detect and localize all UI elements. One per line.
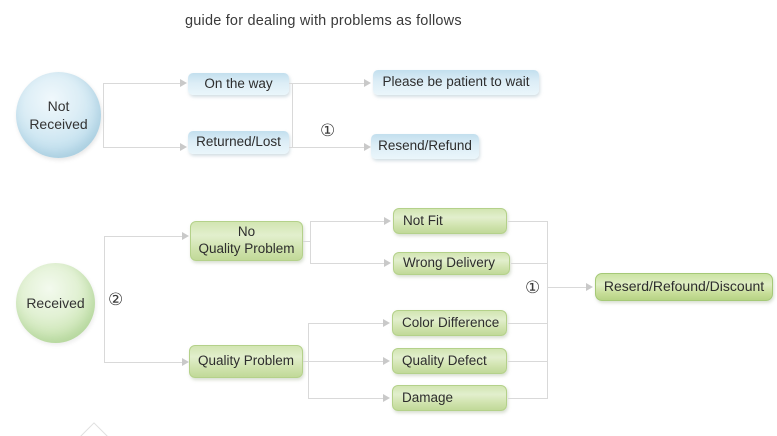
flow-line [511, 263, 547, 264]
node-no-quality-problem: No Quality Problem [190, 221, 303, 261]
node-on-the-way: On the way [188, 73, 289, 95]
flow-line [289, 83, 365, 84]
clipped-diamond-shape [74, 422, 114, 436]
flow-line [308, 323, 383, 324]
flow-line [104, 236, 105, 362]
flow-line [310, 263, 384, 264]
flow-line [547, 287, 586, 288]
flow-line [508, 221, 547, 222]
node-not-received: Not Received [16, 72, 101, 158]
arrowhead-icon [586, 283, 593, 291]
annotation-option-two: ② [108, 290, 124, 310]
flow-line [303, 241, 310, 242]
flow-line [508, 323, 547, 324]
arrowhead-icon [383, 357, 390, 365]
arrowhead-icon [364, 143, 371, 151]
flow-line [104, 362, 183, 363]
annotation-option-one-top: ① [320, 121, 336, 141]
node-received: Received [16, 263, 95, 343]
node-returned-lost: Returned/Lost [188, 131, 289, 154]
node-wrong-delivery: Wrong Delivery [393, 252, 510, 275]
node-please-be-patient: Please be patient to wait [373, 70, 539, 95]
flow-line [310, 221, 384, 222]
flow-line [303, 361, 383, 362]
flow-line [104, 236, 183, 237]
arrowhead-icon [182, 232, 189, 240]
arrowhead-icon [383, 394, 390, 402]
flow-line [310, 221, 311, 264]
flow-line [103, 83, 181, 84]
flow-line [292, 83, 293, 147]
flow-line [308, 398, 383, 399]
node-quality-defect: Quality Defect [392, 348, 507, 374]
arrowhead-icon [182, 358, 189, 366]
arrowhead-icon [180, 79, 187, 87]
flow-line [508, 361, 547, 362]
arrowhead-icon [384, 259, 391, 267]
node-quality-problem: Quality Problem [189, 345, 303, 378]
node-color-difference: Color Difference [392, 310, 507, 336]
flow-line [103, 147, 181, 148]
arrowhead-icon [364, 79, 371, 87]
node-damage: Damage [392, 385, 507, 411]
node-resend-refund: Resend/Refund [371, 134, 479, 159]
arrowhead-icon [180, 143, 187, 151]
arrowhead-icon [384, 217, 391, 225]
flow-line [547, 221, 548, 399]
flow-line [289, 147, 365, 148]
page-title: guide for dealing with problems as follo… [185, 13, 462, 29]
annotation-option-one-right: ① [525, 278, 541, 298]
node-not-fit: Not Fit [393, 208, 507, 234]
flow-line [103, 83, 104, 148]
flow-line [508, 398, 547, 399]
arrowhead-icon [383, 319, 390, 327]
node-reserd-refound-discount: Reserd/Refound/Discount [595, 273, 773, 301]
